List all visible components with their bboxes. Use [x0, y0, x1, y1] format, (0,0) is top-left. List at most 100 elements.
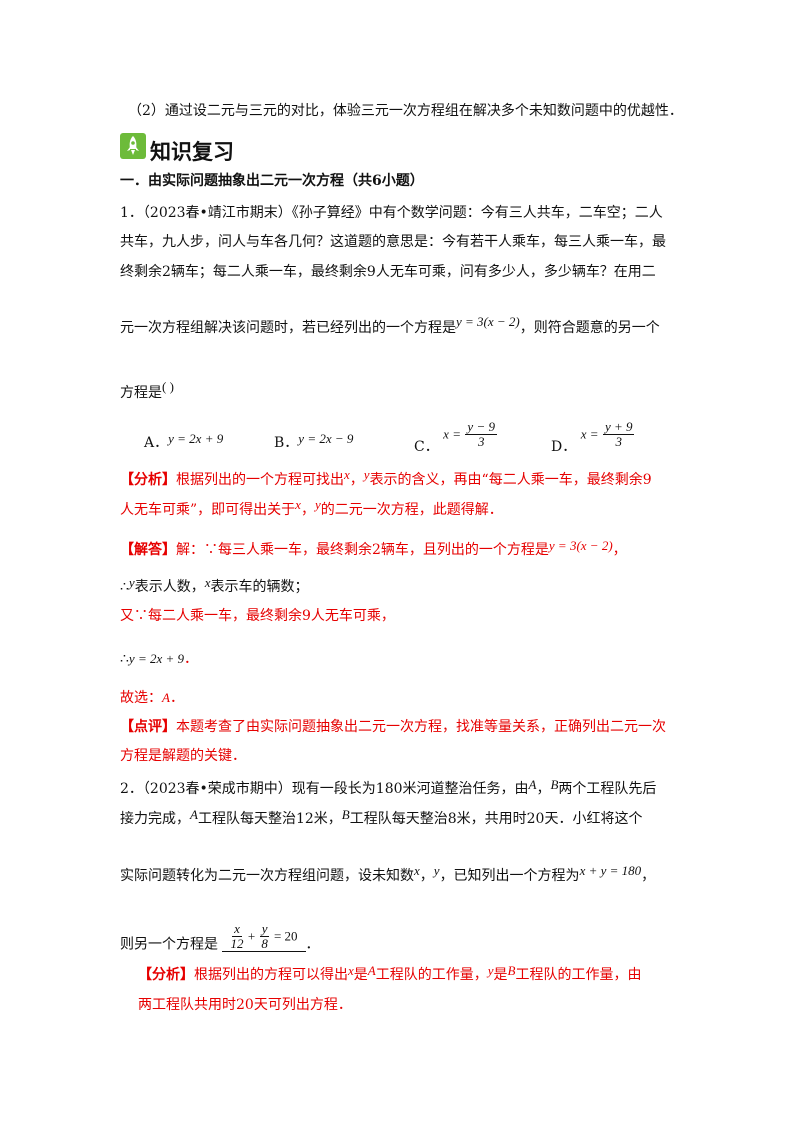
q2-text: 实际问题转化为二元一次方程组问题，设未知数	[120, 868, 414, 884]
q1-comment-line-1: 【点评】本题考查了由实际问题抽象出二元一次方程，找准等量关系，正确列出二元一次	[120, 717, 666, 737]
analysis-tag: 【分析】	[120, 472, 176, 488]
period: ．	[169, 690, 184, 706]
q1-option-d: D． x = y + 9 3	[551, 419, 635, 455]
q1-solution-line-3: 又∵每二人乘一车，最终剩余9人无车可乘，	[120, 608, 395, 624]
analysis-text: 根据列出的方程可以得出	[194, 967, 348, 983]
answer-fraction-1: x 12	[230, 922, 243, 951]
answer-blank: x 12 + y 8 = 20	[222, 921, 306, 952]
fraction-numerator: y	[259, 921, 270, 937]
option-d-lhs: x =	[580, 426, 599, 442]
var-y: y	[363, 467, 370, 482]
q1-option-a: A．y = 2x + 9	[144, 431, 224, 453]
q1-given-equation: y = 3(x − 2)	[456, 314, 520, 329]
q1-analysis-line-1: 【分析】根据列出的一个方程可找出x，y表示的含义，再由“每二人乘一车，最终剩余9	[120, 467, 652, 490]
solution-equation: y = 3(x − 2)	[548, 538, 613, 553]
q2-text: 接力完成，	[120, 811, 190, 827]
comment-tag: 【点评】	[120, 719, 176, 735]
q1-analysis-line-2: 人无车可乘”，即可得出关于x，y的二元一次方程，此题得解．	[120, 497, 503, 520]
option-c-numerator: y − 9	[465, 419, 497, 435]
var-y: y	[128, 575, 135, 590]
solution-text: 表示人数，	[134, 579, 205, 595]
q1-solution-line-1: 【解答】解：∵每三人乘一车，最终剩余2辆车，且列出的一个方程是y = 3(x −…	[120, 538, 627, 560]
option-b-label: B．	[274, 435, 299, 451]
analysis-text: 根据列出的一个方程可找出	[176, 472, 344, 488]
var-x: x	[344, 467, 350, 482]
q2-text: 2．（2023春•荣成市期中）现有一段长为180米河道整治任务，由	[120, 781, 529, 797]
choice-letter: A	[162, 690, 170, 705]
therefore-symbol: ∴	[120, 579, 129, 595]
var-y: y	[487, 963, 494, 978]
var-x: x	[295, 497, 301, 512]
comma: ，	[612, 542, 627, 558]
q2-text: 两个工程队先后	[558, 781, 657, 797]
therefore-symbol: ∴	[120, 651, 129, 667]
q2-line-3: 实际问题转化为二元一次方程组问题，设未知数x，y，已知列出一个方程为x + y …	[120, 863, 656, 886]
q1-line-2: 共车，九人步，问人与车各几何？这道题的意思是：今有若干人乘车，每三人乘一车，最	[120, 234, 666, 250]
q1-comment-line-2: 方程是解题的关键．	[120, 748, 246, 764]
q1-option-b: B．y = 2x − 9	[274, 431, 354, 453]
var-y: y	[314, 497, 321, 512]
analysis-tag: 【分析】	[138, 967, 194, 983]
q1-answer-paren: ( )	[162, 379, 174, 394]
q2-analysis-line-1: 【分析】根据列出的方程可以得出x是A工程队的工作量，y是B工程队的工作量，由	[138, 963, 642, 985]
fraction-denominator: 12	[230, 936, 244, 951]
intro-line: （2）通过设二元与三元的对比，体验三元一次方程组在解决多个未知数问题中的优越性．	[128, 103, 683, 119]
comma: ，	[641, 868, 656, 884]
analysis-text: 工程队的工作量，由	[515, 967, 642, 983]
option-d-label: D．	[551, 438, 577, 455]
q1-line-3: 终剩余2辆车；每二人乘一车，最终剩余9人无车可乘，问有多少人，多少辆车？在用二	[120, 264, 656, 280]
var-b: B	[341, 807, 350, 822]
q1-line-5: 方程是( )	[120, 379, 174, 403]
solution-text: 解：∵每三人乘一车，最终剩余2辆车，且列出的一个方程是	[176, 542, 549, 558]
equation-rhs: = 20	[273, 928, 298, 944]
q1-line-4-pre: 元一次方程组解决该问题时，若已经列出的一个方程是	[120, 320, 456, 336]
q2-given-equation: x + y = 180	[579, 863, 642, 878]
q1-line-4: 元一次方程组解决该问题时，若已经列出的一个方程是y = 3(x − 2)，则符合…	[120, 314, 660, 338]
q2-text: ，已知列出一个方程为	[439, 868, 580, 884]
analysis-text: 表示的含义，再由“每二人乘一车，最终剩余9	[369, 472, 652, 488]
q1-choice-line: 故选：A．	[120, 688, 184, 708]
var-b: B	[507, 963, 516, 978]
option-d-denominator: 3	[615, 434, 622, 449]
solution-text: 表示车的辆数；	[210, 579, 309, 595]
comma: ，	[300, 502, 315, 518]
var-a: A	[528, 777, 537, 792]
q2-text: 则另一个方程是	[120, 936, 218, 953]
comma: ，	[419, 868, 434, 884]
q2-text: 工程队每天整治12米，	[197, 811, 342, 827]
var-x: x	[348, 963, 354, 978]
answer-fraction-2: y 8	[259, 921, 270, 951]
fraction-numerator: x	[232, 921, 242, 937]
analysis-text: 工程队的工作量，	[375, 967, 488, 983]
period: ．	[184, 651, 199, 667]
q2-line-2: 接力完成，A工程队每天整治12米，B工程队每天整治8米，共用时20天．小红将这个	[120, 807, 643, 829]
option-d-fraction: y + 9 3	[602, 419, 635, 449]
q2-line-4: 则另一个方程是 x 12 + y 8 = 20 ．	[120, 922, 320, 960]
q1-solution-line-2: ∴y表示人数，x表示车的辆数；	[120, 575, 309, 597]
var-x: x	[414, 863, 420, 878]
option-b-equation: y = 2x − 9	[298, 431, 354, 446]
q1-option-c: C． x = y − 9 3	[414, 420, 497, 455]
var-x: x	[204, 575, 211, 590]
fraction-denominator: 8	[261, 936, 268, 951]
analysis-text: 的二元一次方程，此题得解．	[320, 502, 503, 518]
q2-line-1: 2．（2023春•荣成市期中）现有一段长为180米河道整治任务，由A，B两个工程…	[120, 777, 657, 799]
solution-tag: 【解答】	[120, 542, 176, 558]
var-a: A	[367, 963, 376, 978]
rocket-icon	[120, 133, 146, 159]
subsection-title: 一．由实际问题抽象出二元一次方程（共6小题）	[120, 173, 424, 189]
q2-text: 工程队每天整治8米，共用时20天．小红将这个	[349, 811, 643, 827]
section-title: 知识复习	[150, 140, 234, 164]
option-a-equation: y = 2x + 9	[168, 431, 224, 446]
var-b: B	[550, 777, 559, 792]
choice-text: 故选：	[120, 690, 162, 706]
q1-solution-line-4: ∴y = 2x + 9．	[120, 649, 198, 669]
q1-line-4-post: ，则符合题意的另一个	[519, 320, 660, 336]
option-d-numerator: y + 9	[602, 419, 635, 435]
comma: ，	[349, 472, 364, 488]
period: ．	[305, 936, 320, 953]
analysis-text: 人无车可乘”，即可得出关于	[120, 502, 296, 518]
var-a: A	[190, 807, 198, 822]
option-c-fraction: y − 9 3	[465, 420, 497, 449]
solution-result-equation: y = 2x + 9	[128, 651, 185, 666]
